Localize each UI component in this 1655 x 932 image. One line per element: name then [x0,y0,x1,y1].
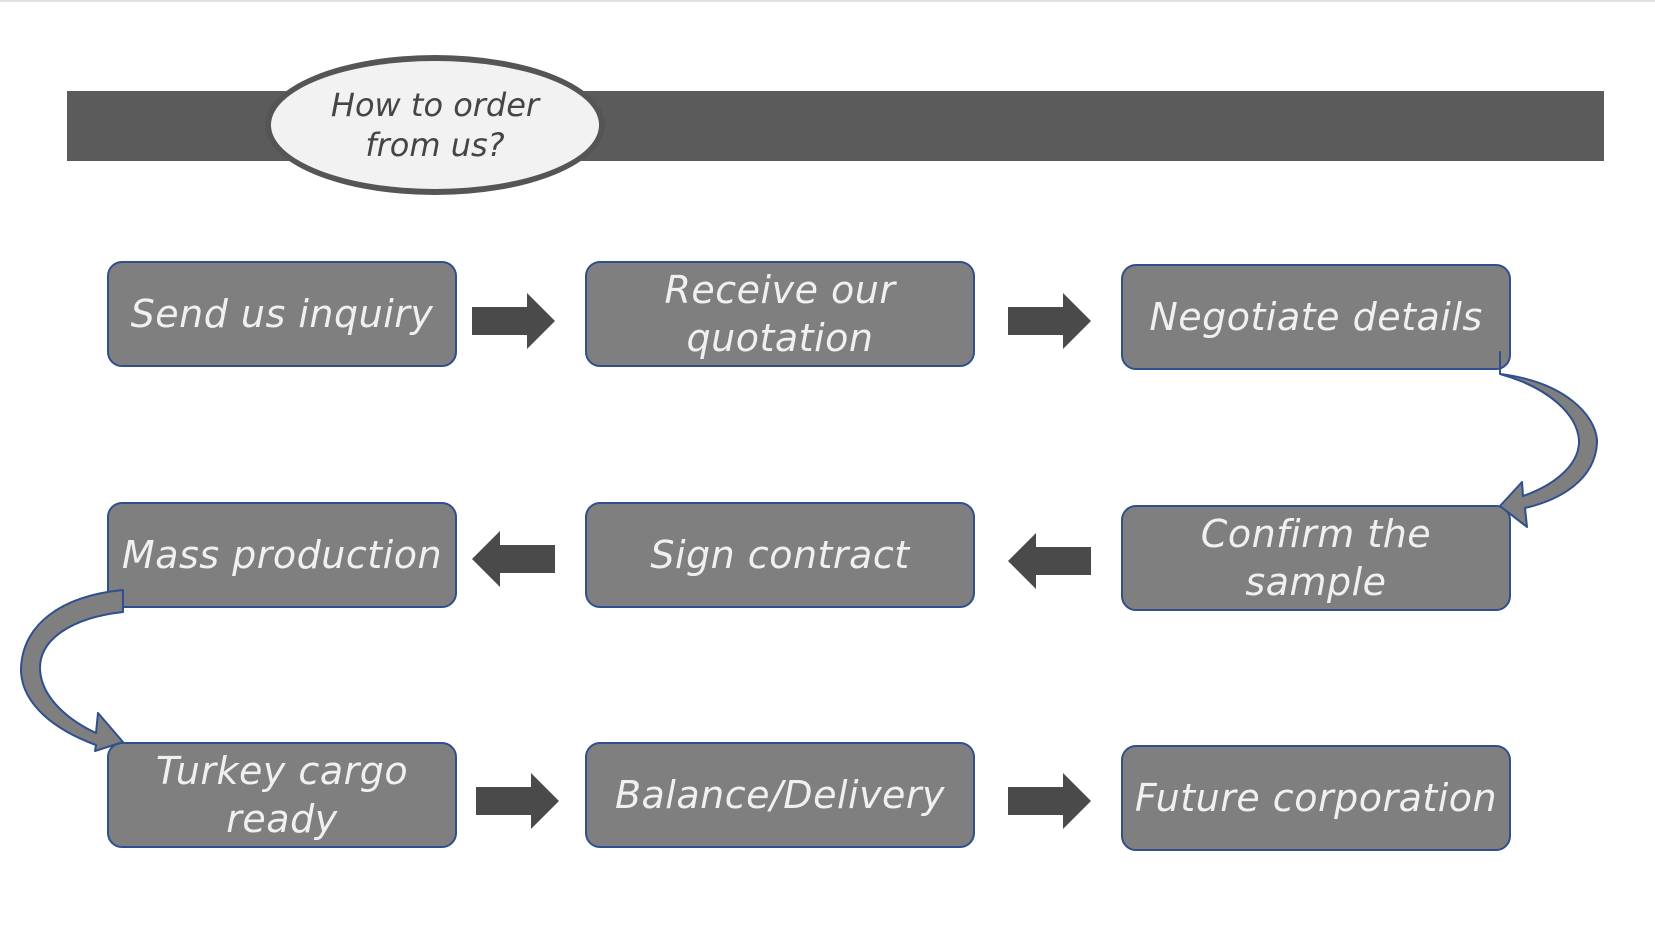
arrow-left-icon [472,531,555,587]
step-turkey-cargo-ready: Turkey cargo ready [107,742,457,848]
step-future-corporation: Future corporation [1121,745,1511,851]
step-mass-production: Mass production [107,502,457,608]
step-receive-quotation: Receive our quotation [585,261,975,367]
curved-arrow-left-icon [20,589,124,752]
top-rule [0,0,1655,2]
step-label: Turkey cargo ready [155,749,409,841]
step-label: Send us inquiry [130,292,434,336]
step-label: Balance/Delivery [614,773,946,817]
arrow-right-icon [1008,293,1091,349]
step-label: Confirm the sample [1200,512,1432,604]
step-negotiate-details: Negotiate details [1121,264,1511,370]
step-sign-contract: Sign contract [585,502,975,608]
step-label: Receive our quotation [664,268,896,360]
step-label: Sign contract [650,533,910,577]
arrow-right-icon [472,293,555,349]
step-label: Negotiate details [1149,295,1483,339]
arrow-right-icon [476,773,559,829]
step-confirm-sample: Confirm the sample [1121,505,1511,611]
arrow-right-icon [1008,773,1091,829]
diagram-title: How to order from us? [330,86,540,164]
step-send-inquiry: Send us inquiry [107,261,457,367]
step-balance-delivery: Balance/Delivery [585,742,975,848]
step-label: Future corporation [1134,776,1498,820]
step-label: Mass production [121,533,443,577]
arrow-left-icon [1008,533,1091,589]
title-ellipse: How to order from us? [265,55,605,195]
curved-arrow-right-icon [1499,351,1598,528]
